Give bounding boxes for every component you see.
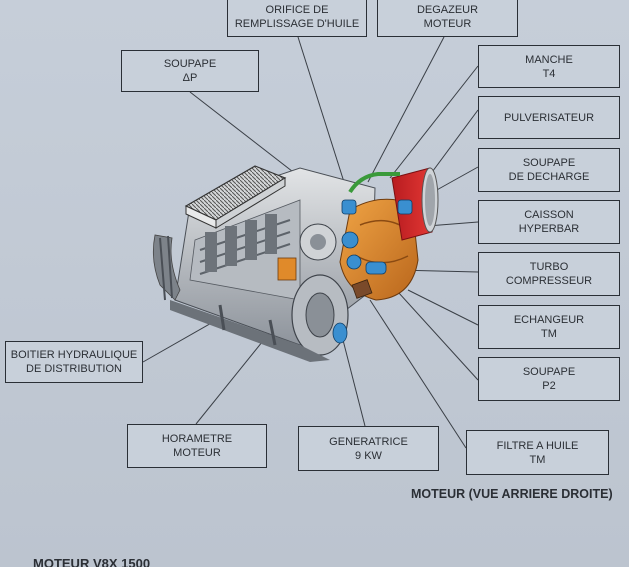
label-line: DE DECHARGE xyxy=(508,171,590,183)
label-pulverisateur: PULVERISATEUR xyxy=(478,96,620,139)
label-line: PULVERISATEUR xyxy=(503,111,595,124)
chassis xyxy=(170,300,330,362)
air-filter xyxy=(184,165,287,229)
label-line: ΔP xyxy=(182,72,198,84)
label-horametre-moteur: HORAMETRE MOTEUR xyxy=(127,424,267,468)
label-line: HORAMETRE xyxy=(161,433,233,445)
label-soupape-dp: SOUPAPE ΔP xyxy=(121,50,259,92)
label-line: BOITIER HYDRAULIQUE xyxy=(10,349,138,361)
label-line: MOTEUR xyxy=(173,447,221,459)
label-line: SOUPAPE xyxy=(522,157,576,169)
flywheel xyxy=(291,223,349,356)
label-turbo-compresseur: TURBO COMPRESSEUR xyxy=(478,252,620,296)
label-line: TM xyxy=(529,453,546,466)
label-line: DE DISTRIBUTION xyxy=(26,363,122,375)
fittings xyxy=(332,199,413,344)
label-filtre-huile: FILTRE A HUILE TM xyxy=(466,430,609,475)
label-line: SOUPAPE xyxy=(163,58,217,70)
label-soupape-decharge: SOUPAPE DE DECHARGE xyxy=(478,148,620,192)
label-soupape-p2: SOUPAPE P2 xyxy=(478,357,620,401)
label-manche-t4: MANCHE T4 xyxy=(478,45,620,88)
caisson-hyperbar xyxy=(391,167,439,241)
label-line: HYPERBAR xyxy=(518,223,580,235)
label-generatrice: GENERATRICE 9 KW xyxy=(298,426,439,471)
label-line: MANCHE xyxy=(525,53,573,66)
label-line: ECHANGEUR xyxy=(513,314,585,326)
label-line: REMPLISSAGE D'HUILE xyxy=(234,17,360,30)
label-degazeur-moteur: DEGAZEUR MOTEUR xyxy=(377,0,518,37)
label-line: T4 xyxy=(542,67,556,80)
label-line: ORIFICE DE xyxy=(265,3,329,16)
label-line: TM xyxy=(541,328,557,340)
oil-filter xyxy=(351,279,373,299)
label-line: SOUPAPE xyxy=(522,366,576,378)
label-line: DEGAZEUR xyxy=(416,3,479,16)
label-orifice-remplissage: ORIFICE DE REMPLISSAGE D'HUILE xyxy=(227,0,367,37)
engine-title: MOTEUR V8X 1500 xyxy=(33,556,151,567)
label-line: GENERATRICE xyxy=(329,435,408,448)
label-line: 9 KW xyxy=(355,449,382,462)
label-echangeur-tm: ECHANGEUR TM xyxy=(478,305,620,349)
label-line: MOTEUR xyxy=(423,17,472,30)
pipe-degazeur xyxy=(348,172,400,194)
view-caption: MOTEUR (VUE ARRIERE DROITE) xyxy=(411,487,613,501)
label-boitier-hydraulique: BOITIER HYDRAULIQUE DE DISTRIBUTION xyxy=(5,341,143,383)
label-line: COMPRESSEUR xyxy=(505,275,593,287)
label-line: FILTRE A HUILE xyxy=(496,439,579,452)
label-line: P2 xyxy=(542,380,556,392)
label-line: TURBO xyxy=(529,261,569,273)
label-line: CAISSON xyxy=(524,209,574,221)
label-caisson-hyperbar: CAISSON HYPERBAR xyxy=(478,200,620,244)
